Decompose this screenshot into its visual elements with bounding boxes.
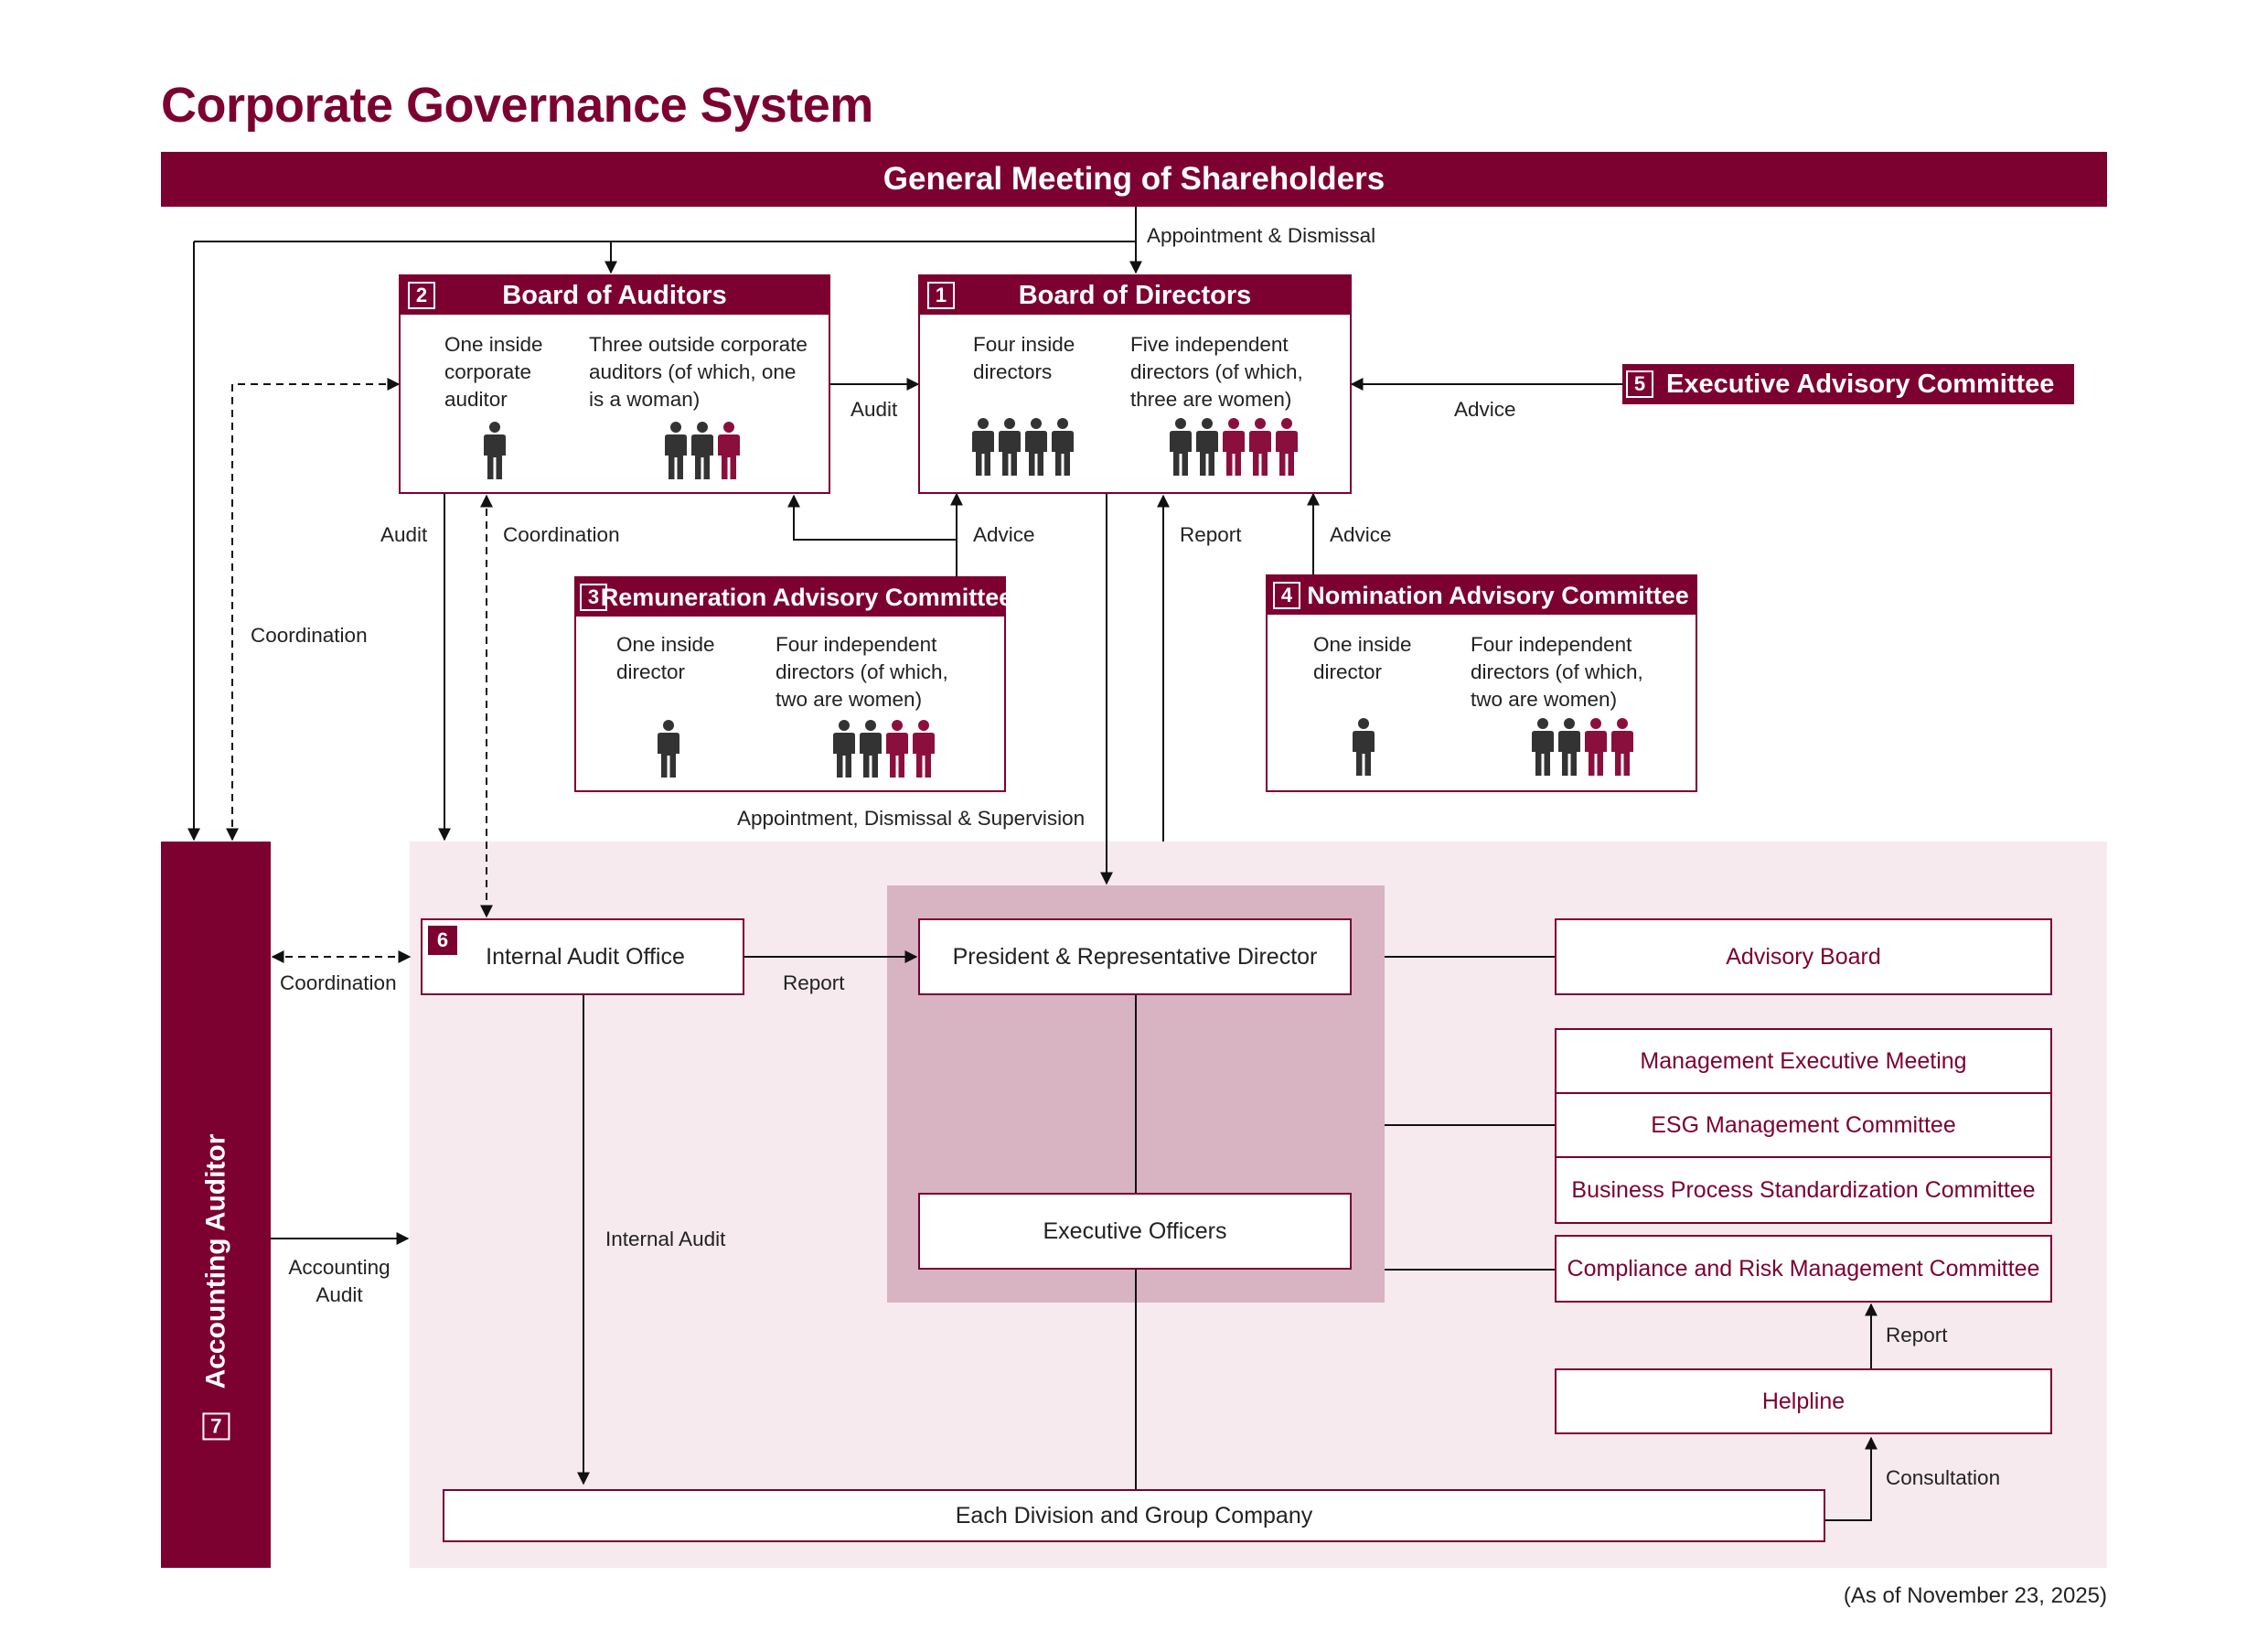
remuneration-title: Remuneration Advisory Committee: [600, 583, 1013, 611]
woman-person-icon: [1611, 718, 1633, 776]
board-of-directors-header: Board of Directors: [920, 276, 1350, 315]
label-report-helpline: Report: [1886, 1324, 1948, 1346]
board-of-auditors-header: Board of Auditors: [401, 276, 829, 315]
bod-outside-people: [1169, 417, 1299, 476]
board-of-directors: Board of Directors 1 Four inside directo…: [918, 274, 1352, 494]
label-consultation: Consultation: [1886, 1466, 2001, 1489]
bod-inside-people: [971, 417, 1075, 476]
woman-person-icon: [913, 720, 935, 778]
man-person-icon: [999, 418, 1021, 476]
man-person-icon: [1558, 718, 1580, 776]
man-person-icon: [833, 720, 855, 778]
bod-inside-text: Four inside directors: [973, 333, 1075, 383]
accounting-auditor-label: 7 Accounting Auditor: [200, 1134, 231, 1441]
compliance-committee-box: Compliance and Risk Management Committee: [1555, 1235, 2052, 1303]
label-internal-audit: Internal Audit: [605, 1228, 726, 1250]
remuneration-number: 3: [580, 584, 607, 611]
accounting-auditor: 7 Accounting Auditor: [161, 842, 271, 1568]
label-appointment-dismissal: Appointment & Dismissal: [1147, 224, 1376, 247]
board-of-directors-title: Board of Directors: [1018, 280, 1252, 310]
label-audit-left: Audit: [380, 523, 428, 546]
board-of-auditors-number: 2: [408, 282, 435, 309]
man-person-icon: [1025, 418, 1047, 476]
accounting-auditor-title: Accounting Auditor: [200, 1133, 231, 1389]
man-person-icon: [484, 422, 506, 479]
woman-person-icon: [1249, 418, 1271, 476]
label-accounting-audit: Accounting Audit: [288, 1256, 390, 1306]
internal-audit-number: 6: [428, 926, 457, 955]
remuneration-advisory-committee: Remuneration Advisory Committee 3 One in…: [574, 576, 1012, 792]
boa-inside-text: One inside corporate auditor: [444, 333, 543, 411]
connector-coordination-left: [226, 378, 401, 842]
woman-person-icon: [1223, 418, 1245, 476]
executive-officers-box: Executive Officers: [918, 1193, 1352, 1270]
nomination-header: Nomination Advisory Committee: [1268, 576, 1696, 615]
shareholders-label: General Meeting of Shareholders: [883, 161, 1385, 197]
internal-audit-office: 6 Internal Audit Office: [421, 918, 744, 995]
label-coordination-aa: Coordination: [280, 971, 397, 994]
nom-inside-people: [1352, 717, 1375, 776]
label-coordination-mid: Coordination: [503, 523, 620, 546]
page-title: Corporate Governance System: [161, 78, 873, 133]
as-of-date: (As of November 23, 2025): [1843, 1583, 2107, 1608]
man-person-icon: [1353, 718, 1375, 776]
man-person-icon: [1170, 418, 1192, 476]
woman-person-icon: [1276, 418, 1298, 476]
management-meeting-box: Management Executive Meeting: [1555, 1028, 2052, 1094]
man-person-icon: [1052, 418, 1074, 476]
man-person-icon: [1196, 418, 1218, 476]
man-person-icon: [860, 720, 882, 778]
rem-inside-text: One inside director: [616, 633, 715, 683]
rem-outside-people: [832, 719, 936, 778]
board-of-auditors: Board of Auditors 2 One inside corporate…: [399, 274, 830, 494]
label-report-bod: Report: [1180, 523, 1242, 546]
label-advice-rem: Advice: [973, 523, 1035, 546]
man-person-icon: [665, 422, 687, 479]
shareholders-bar: General Meeting of Shareholders: [161, 152, 2107, 207]
bod-outside-text: Five independent directors (of which, th…: [1130, 333, 1303, 411]
nom-outside-text: Four independent directors (of which, tw…: [1471, 633, 1643, 711]
advisory-board-box: Advisory Board: [1555, 918, 2052, 995]
boa-outside-text: Three outside corporate auditors (of whi…: [589, 333, 808, 411]
woman-person-icon: [886, 720, 908, 778]
president-box: President & Representative Director: [918, 918, 1352, 995]
remuneration-header: Remuneration Advisory Committee: [576, 578, 1012, 617]
connector-consultation: [1825, 1436, 1878, 1521]
accounting-auditor-number: 7: [202, 1412, 230, 1441]
man-person-icon: [972, 418, 994, 476]
woman-person-icon: [718, 422, 740, 479]
bps-committee-box: Business Process Standardization Committ…: [1555, 1156, 2052, 1224]
nomination-title: Nomination Advisory Committee: [1307, 581, 1689, 609]
executive-advisory-committee: 5 Executive Advisory Committee: [1622, 364, 2074, 404]
nom-inside-text: One inside director: [1313, 633, 1412, 683]
boa-inside-people: [483, 421, 507, 479]
divisions-box: Each Division and Group Company: [443, 1489, 1825, 1542]
woman-person-icon: [1585, 718, 1607, 776]
board-of-directors-number: 1: [927, 282, 955, 309]
rem-outside-text: Four independent directors (of which, tw…: [776, 633, 948, 711]
man-person-icon: [1532, 718, 1554, 776]
executive-advisory-title: Executive Advisory Committee: [1666, 369, 2055, 399]
rem-inside-people: [657, 719, 680, 778]
internal-audit-title: Internal Audit Office: [486, 943, 685, 970]
board-of-auditors-title: Board of Auditors: [502, 280, 727, 310]
label-audit-boa-bod: Audit: [850, 398, 898, 421]
label-coordination-left: Coordination: [251, 624, 368, 647]
label-appointment-supervision: Appointment, Dismissal & Supervision: [737, 807, 1086, 830]
man-person-icon: [691, 422, 713, 479]
esg-committee-box: ESG Management Committee: [1555, 1092, 2052, 1158]
label-advice-nom: Advice: [1330, 523, 1392, 546]
connector-rem-advice-boa: [787, 494, 957, 541]
nom-outside-people: [1531, 717, 1634, 776]
helpline-box: Helpline: [1555, 1368, 2052, 1434]
executive-advisory-number: 5: [1626, 370, 1653, 398]
nomination-advisory-committee: Nomination Advisory Committee 4 One insi…: [1266, 574, 1697, 792]
man-person-icon: [658, 720, 679, 778]
label-advice-exec: Advice: [1454, 398, 1516, 421]
label-report-iao: Report: [783, 971, 845, 994]
nomination-number: 4: [1273, 582, 1300, 609]
boa-outside-people: [664, 421, 741, 479]
